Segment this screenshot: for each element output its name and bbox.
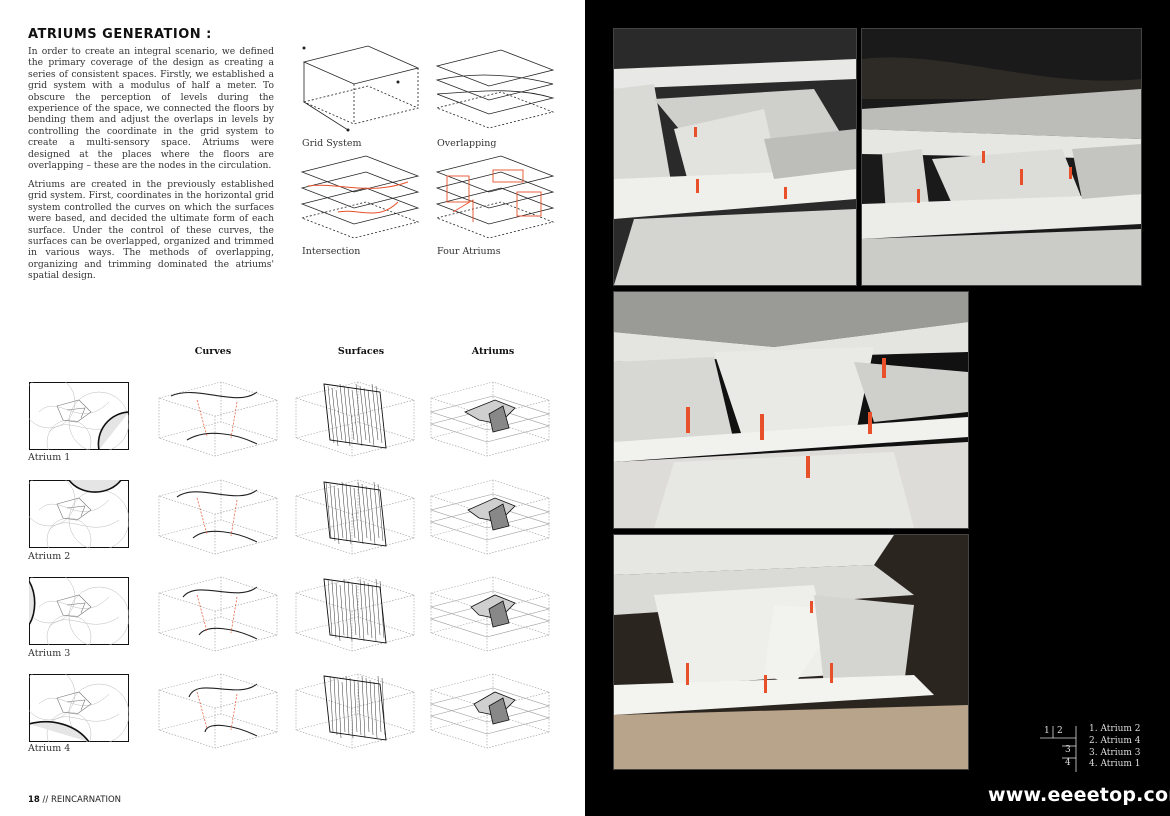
legend-item: 4. Atrium 1 xyxy=(1089,759,1141,770)
page-number: 18 xyxy=(28,795,40,805)
atrium-label-2: Atrium 2 xyxy=(28,551,71,562)
intro-paragraph: In order to create an integral scenario,… xyxy=(28,46,274,172)
column-header-atriums: Atriums xyxy=(471,346,515,357)
legend-item: 1. Atrium 2 xyxy=(1089,724,1141,734)
surfaces-diagram-3 xyxy=(294,576,416,652)
surfaces-diagram-4 xyxy=(294,673,416,749)
caption-grid-system: Grid System xyxy=(302,138,362,149)
atrium-label-3: Atrium 3 xyxy=(28,648,71,659)
model-photo-2 xyxy=(861,28,1142,286)
atrium-label-4: Atrium 4 xyxy=(28,743,71,754)
surfaces-diagram-2 xyxy=(294,479,416,555)
model-photo-1-image xyxy=(614,29,856,285)
atrium-plan-3 xyxy=(29,577,129,645)
atrium-paragraph: Atriums are created in the previously es… xyxy=(28,179,274,282)
legend-key-2: 2 xyxy=(1057,726,1063,736)
legend-item: 3. Atrium 3 xyxy=(1089,747,1141,758)
model-photo-3-image xyxy=(614,292,968,528)
column-header-surfaces: Surfaces xyxy=(337,346,385,357)
curves-diagram-3 xyxy=(157,576,279,652)
page-footer: 18 // REINCARNATION xyxy=(28,795,121,805)
model-photo-4 xyxy=(613,534,969,770)
surfaces-diagram-1 xyxy=(294,381,416,457)
curves-diagram-4 xyxy=(157,673,279,749)
model-photo-4-image xyxy=(614,535,968,769)
atrium-plan-4 xyxy=(29,674,129,742)
curves-diagram-1 xyxy=(157,381,279,457)
model-photo-2-image xyxy=(862,29,1141,285)
page-title: ATRIUMS GENERATION : xyxy=(28,27,212,42)
watermark: www.eeeetop.com xyxy=(988,784,1170,806)
model-photo-1 xyxy=(613,28,857,286)
caption-four-atriums: Four Atriums xyxy=(437,246,501,257)
atriums-diagram-4 xyxy=(429,673,551,749)
atriums-diagram-2 xyxy=(429,479,551,555)
grid-system-diagram xyxy=(302,45,420,132)
caption-overlapping: Overlapping xyxy=(437,138,497,149)
four-atriums-diagram xyxy=(435,155,555,239)
atrium-plan-1 xyxy=(29,382,129,450)
photo-legend-key: 1 2 3 4 xyxy=(1040,726,1080,772)
curves-diagram-2 xyxy=(157,479,279,555)
atrium-label-1: Atrium 1 xyxy=(28,452,71,463)
left-page: ATRIUMS GENERATION : In order to create … xyxy=(28,27,555,805)
caption-intersection: Intersection xyxy=(302,246,361,257)
atriums-diagram-1 xyxy=(429,381,551,457)
intersection-diagram xyxy=(300,155,420,239)
overlapping-diagram xyxy=(435,49,555,129)
legend-key-lines xyxy=(1040,726,1077,772)
atrium-plan-2 xyxy=(29,480,129,548)
column-header-curves: Curves xyxy=(194,346,232,357)
model-photo-3 xyxy=(613,291,969,529)
section-name: REINCARNATION xyxy=(50,795,122,805)
atriums-diagram-3 xyxy=(429,576,551,652)
footer-separator: // xyxy=(39,795,51,805)
legend-key-1: 1 xyxy=(1044,726,1050,736)
legend-item: 2. Atrium 4 xyxy=(1089,735,1141,746)
legend-key-3: 3 xyxy=(1065,745,1071,755)
photo-legend: 1. Atrium 2 2. Atrium 4 3. Atrium 3 4. A… xyxy=(1089,724,1141,771)
legend-key-4: 4 xyxy=(1065,758,1071,768)
